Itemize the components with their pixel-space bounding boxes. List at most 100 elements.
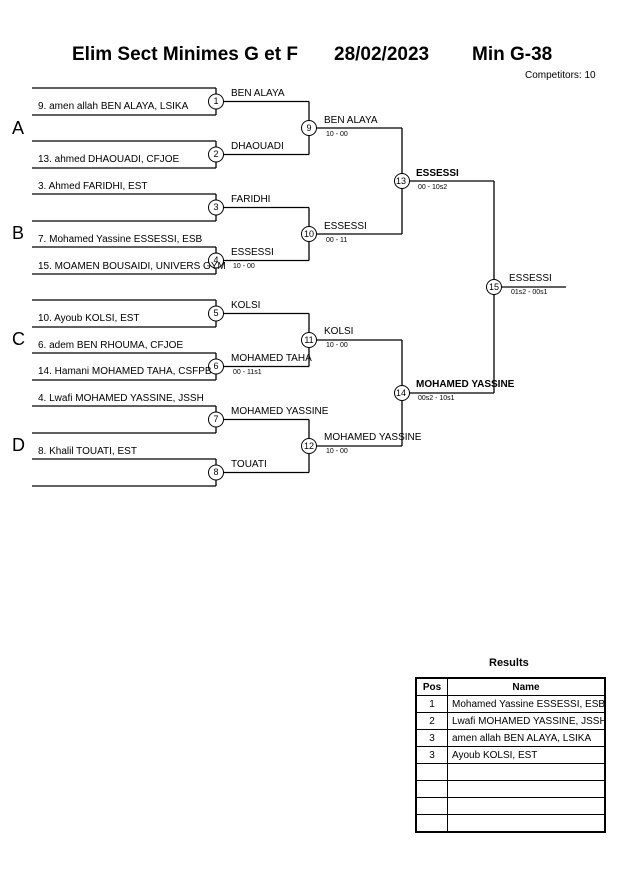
entrant-name: 13. ahmed DHAOUADI, CFJOE [38,154,180,165]
pool-label-d: D [12,435,25,455]
match-winner: TOUATI [231,459,267,470]
results-row [415,814,606,833]
match-winner: ESSESSI [324,221,367,232]
event-date: 28/02/2023 [334,44,430,65]
event-name: Elim Sect Minimes G et F [72,44,298,65]
result-name: Lwafi MOHAMED YASSINE, JSSH [447,712,607,730]
entrant-name: 8. Khalil TOUATI, EST [38,446,137,457]
result-pos [415,797,448,815]
match-circle [208,199,224,216]
result-name [447,797,606,815]
result-pos: 1 [415,695,448,713]
match-circle [394,173,410,189]
match-score: 10 - 00 [326,448,348,455]
match-number: 3 [213,202,219,212]
entrant-name: 3. Ahmed FARIDHI, EST [38,181,148,192]
match-number: 6 [213,361,219,371]
result-pos [415,780,448,798]
result-pos: 3 [415,729,448,747]
entrant-name: 4. Lwafi MOHAMED YASSINE, JSSH [38,393,204,404]
result-name: Ayoub KOLSI, EST [447,746,606,764]
match-number: 11 [304,335,314,345]
competitors-count: Competitors: 10 [525,70,596,81]
match-number: 5 [213,308,219,318]
results-row [415,797,606,815]
match-circle [208,252,224,269]
match-number: 4 [213,255,219,265]
match-score: 00 - 11s1 [233,369,262,376]
match-winner: KOLSI [231,300,261,311]
result-pos [415,763,448,781]
results-row [415,763,606,781]
match-winner: FARIDHI [231,194,271,205]
match-winner: MOHAMED YASSINE [231,406,329,417]
match-score: 10 - 00 [326,131,348,138]
match-number: 12 [303,441,314,451]
match-circle [301,332,317,348]
match-number: 1 [213,96,219,106]
result-pos: 2 [415,712,448,730]
final-winner: ESSESSI [509,273,552,284]
match-number: 9 [306,123,312,133]
entrant-name: 14. Hamani MOHAMED TAHA, CSFPB [38,366,212,377]
match-number: 14 [395,388,406,398]
match-winner: BEN ALAYA [324,115,378,126]
match-score: 00 - 10s2 [418,184,448,191]
result-name: amen allah BEN ALAYA, LSIKA [447,729,606,747]
entrant-name: 6. adem BEN RHOUMA, CFJOE [38,340,184,351]
match-score: 00s2 - 10s1 [418,395,455,402]
match-score: 10 - 00 [326,342,348,349]
match-circle [394,385,410,401]
match-winner: MOHAMED YASSINE [324,432,422,443]
match-score: 10 - 00 [233,263,255,270]
entrant-name: 10. Ayoub KOLSI, EST [38,313,140,324]
match-number: 15 [488,282,499,292]
weight-category: Min G-38 [472,44,553,65]
match-circle [208,146,224,163]
results-header-name: Name [447,677,606,696]
final-score: 01s2 - 00s1 [511,289,548,296]
match-circle [208,93,224,110]
result-name [447,780,606,798]
result-name: Mohamed Yassine ESSESSI, ESB [447,695,606,713]
match-circle [486,279,502,295]
result-name [447,763,606,781]
match-number: 8 [213,467,219,477]
match-number: 13 [395,176,406,186]
match-winner: ESSESSI [231,247,274,258]
results-header-pos: Pos [415,677,448,696]
match-number: 10 [303,229,314,239]
entrant-name: 15. MOAMEN BOUSAIDI, UNIVERS GYM [38,261,226,272]
match-circle [208,411,224,428]
match-winner: MOHAMED YASSINE [416,379,515,390]
match-circle [301,226,317,242]
results-row [415,780,606,798]
entrant-name: 7. Mohamed Yassine ESSESSI, ESB [38,234,203,245]
match-winner: MOHAMED TAHA [231,353,312,364]
match-winner: DHAOUADI [231,141,284,152]
entrant-name: 9. amen allah BEN ALAYA, LSIKA [38,101,189,112]
match-circle [208,305,224,322]
pool-label-b: B [12,223,25,243]
result-pos [415,814,448,833]
match-winner: KOLSI [324,326,354,337]
match-number: 2 [213,149,219,159]
results-title: Results [489,657,529,669]
result-name [447,814,606,833]
match-winner: BEN ALAYA [231,88,285,99]
match-circle [301,120,317,136]
match-winner: ESSESSI [416,168,459,179]
pool-label-c: C [12,329,25,349]
match-score: 00 - 11 [326,237,348,244]
match-number: 7 [213,414,219,424]
result-pos: 3 [415,746,448,764]
match-circle [301,438,317,454]
match-circle [208,464,224,481]
match-circle [208,358,224,375]
